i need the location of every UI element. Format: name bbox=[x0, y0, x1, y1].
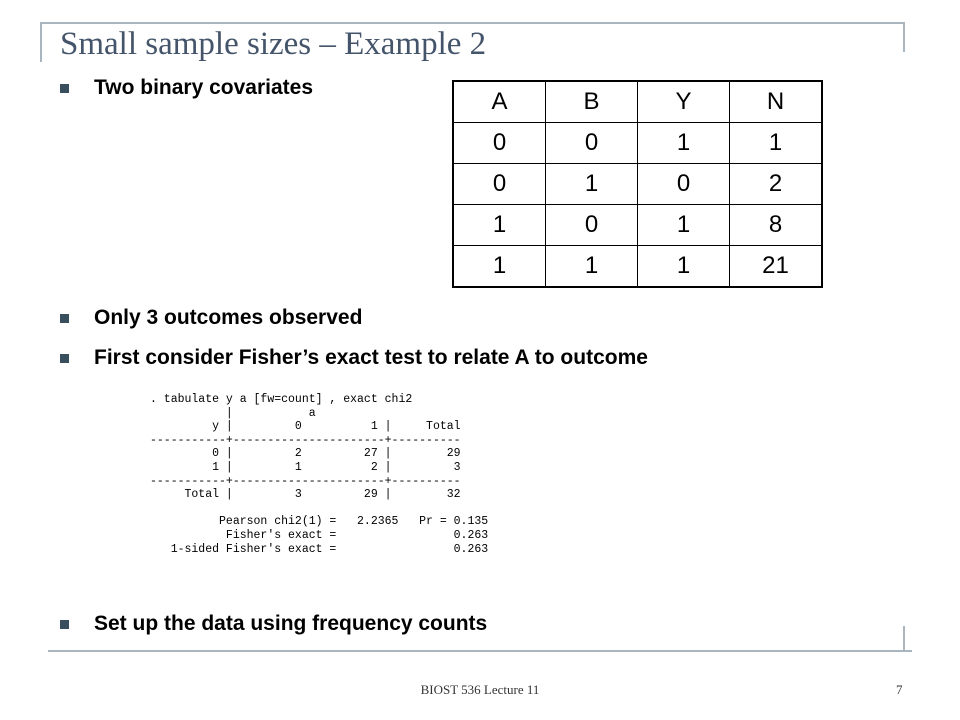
bullet-text: Only 3 outcomes observed bbox=[94, 306, 363, 329]
table-cell: 1 bbox=[729, 122, 823, 164]
table-header-cell: B bbox=[545, 80, 638, 123]
table-cell: 0 bbox=[545, 204, 638, 246]
bullet-item: Set up the data using frequency counts bbox=[60, 612, 487, 636]
table-cell: 0 bbox=[452, 163, 546, 205]
table-cell: 21 bbox=[729, 245, 823, 288]
frame-top-line bbox=[40, 22, 904, 24]
bullet-square-icon bbox=[60, 83, 69, 93]
table-cell: 1 bbox=[545, 163, 638, 205]
table-header-cell: A bbox=[452, 80, 546, 123]
frame-left-line bbox=[40, 22, 42, 62]
slide-title: Small sample sizes – Example 2 bbox=[60, 26, 487, 62]
bullet-text: First consider Fisher’s exact test to re… bbox=[94, 346, 648, 369]
table-cell: 8 bbox=[729, 204, 823, 246]
bullet-item: First consider Fisher’s exact test to re… bbox=[60, 346, 648, 370]
table-cell: 1 bbox=[545, 245, 638, 288]
frame-right-line bbox=[903, 22, 905, 52]
page-number: 7 bbox=[896, 682, 903, 697]
table-header-cell: Y bbox=[637, 80, 730, 123]
data-table: A B Y N 0 0 1 1 0 1 0 2 1 0 1 8 1 1 1 21 bbox=[452, 80, 823, 288]
bullet-text: Two binary covariates bbox=[94, 76, 314, 99]
table-row: 0 1 0 2 bbox=[452, 163, 823, 205]
table-row: 0 0 1 1 bbox=[452, 122, 823, 164]
bullet-square-icon bbox=[60, 353, 69, 363]
table-cell: 1 bbox=[637, 122, 730, 164]
slide-footer: BIOST 536 Lecture 11 bbox=[420, 682, 540, 697]
table-cell: 1 bbox=[452, 245, 546, 288]
bullet-item: Two binary covariates bbox=[60, 76, 313, 100]
frame-bottom-line bbox=[48, 650, 912, 652]
table-cell: 2 bbox=[729, 163, 823, 205]
table-header-cell: N bbox=[729, 80, 823, 123]
frame-bottom-tick bbox=[903, 626, 905, 652]
table-header-row: A B Y N bbox=[452, 80, 823, 123]
table-cell: 0 bbox=[545, 122, 638, 164]
table-row: 1 0 1 8 bbox=[452, 204, 823, 246]
stata-output: . tabulate y a [fw=count] , exact chi2 |… bbox=[150, 393, 489, 556]
bullet-text: Set up the data using frequency counts bbox=[94, 612, 488, 635]
table-cell: 1 bbox=[452, 204, 546, 246]
bullet-item: Only 3 outcomes observed bbox=[60, 306, 362, 330]
bullet-square-icon bbox=[60, 619, 69, 629]
table-cell: 1 bbox=[637, 204, 730, 246]
table-cell: 0 bbox=[452, 122, 546, 164]
table-row: 1 1 1 21 bbox=[452, 245, 823, 288]
table-cell: 1 bbox=[637, 245, 730, 288]
bullet-square-icon bbox=[60, 313, 69, 323]
table-cell: 0 bbox=[637, 163, 730, 205]
